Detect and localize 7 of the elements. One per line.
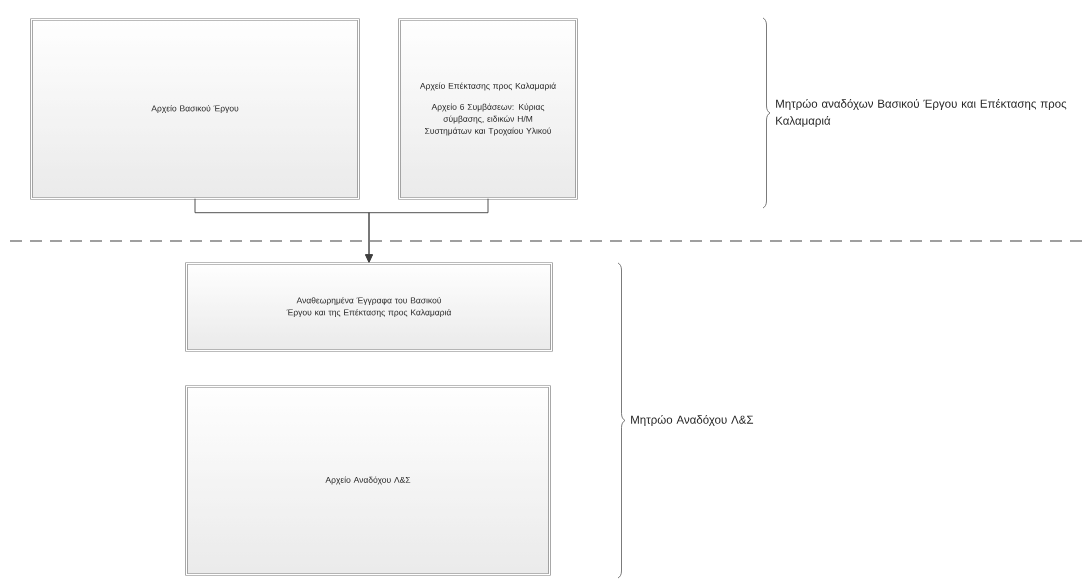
file-box: Αρχείο Αναδόχου Λ&Σ [185,385,551,576]
brace-label: Μητρώο Αναδόχου Λ&Σ [631,415,754,426]
file-box: Αρχείο Επέκτασης προς Καλαμαριά Αρχείο 6 Συμβάσεων: Κύριας σύμβασης, ειδικών Η/Μ Συστημάτων και Τροχαίου Υλικού [398,18,578,200]
file-box: Αρχείο Βασικού Έργου [30,18,360,200]
connector-arrow [365,198,489,263]
brace-label: Μητρώο αναδόχων Βασικού Έργου και Επέκτασης προς Καλαμαριά [776,99,1067,127]
file-box: Αναθεωρημένα Έγγραφα του Βασικού Έργου και της Επέκτασης προς Καλαμαριά [185,262,553,352]
